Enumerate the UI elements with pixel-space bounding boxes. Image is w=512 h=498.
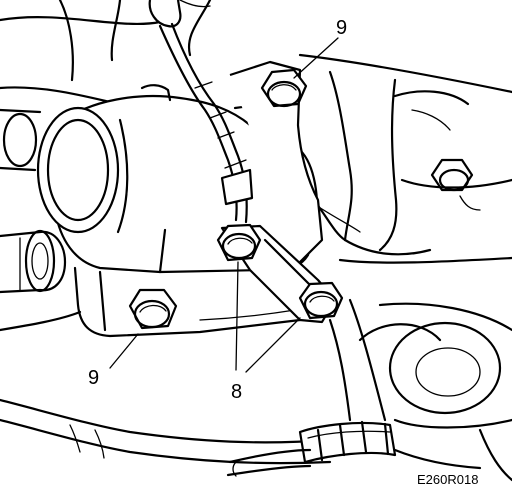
bolt-center-upper <box>216 223 262 262</box>
bolt-center-lower <box>298 281 344 320</box>
callout-9-top: 9 <box>336 17 347 39</box>
callout-8: 8 <box>231 381 242 403</box>
callout-9-left: 9 <box>88 367 99 389</box>
leader-lines <box>109 37 339 373</box>
figure-code: E260R018 <box>417 472 478 487</box>
bolt-bottom-left <box>128 288 178 330</box>
bolt-top-right <box>260 68 308 108</box>
wiring-harness <box>148 0 254 224</box>
hose-and-clamp <box>226 298 482 477</box>
left-components <box>0 108 332 465</box>
